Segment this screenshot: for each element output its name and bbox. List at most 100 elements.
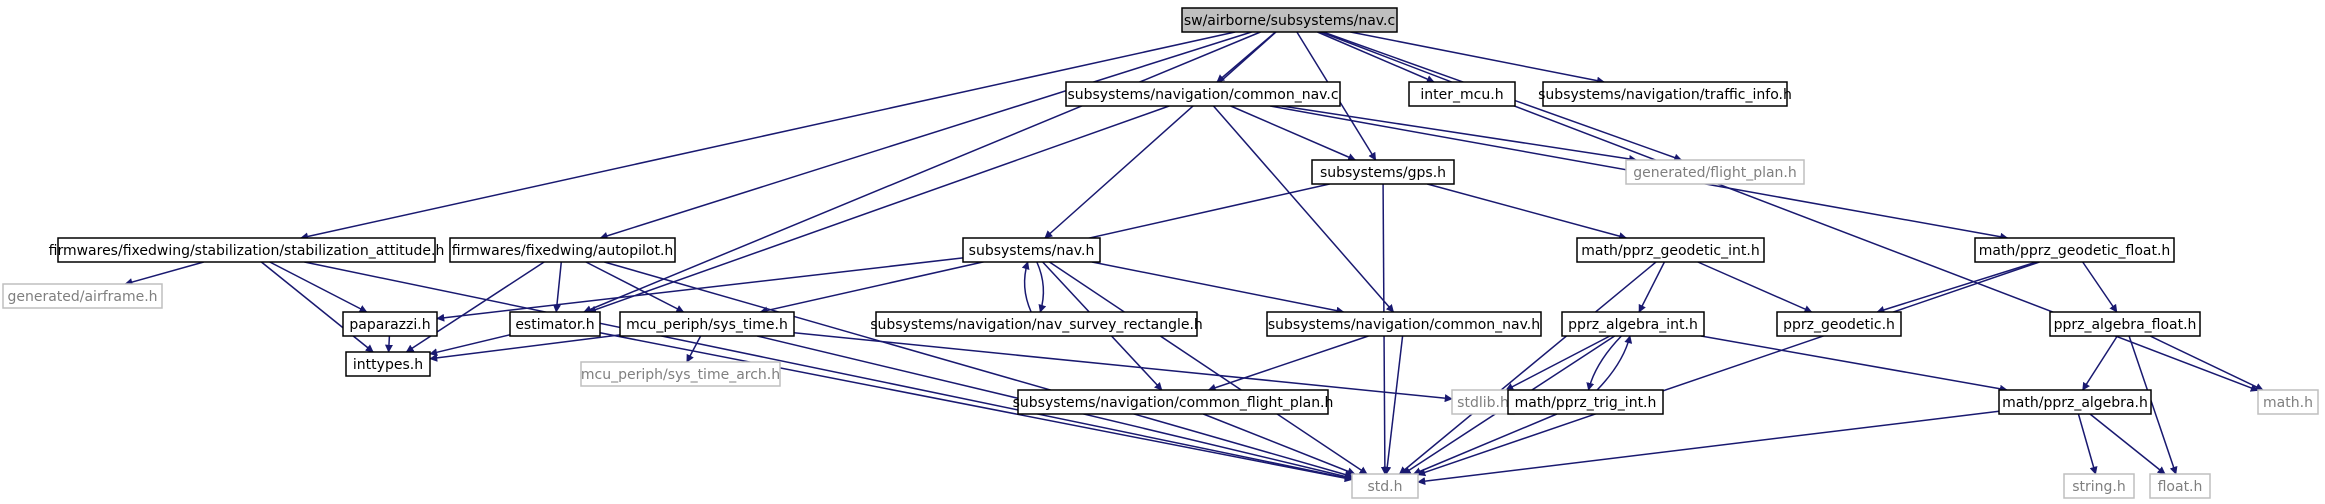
graph-node-common-fp[interactable]: subsystems/navigation/common_flight_plan… [1013,389,1334,415]
graph-node-stdlib: stdlib.h [1451,389,1515,415]
graph-node-paparazzi[interactable]: paparazzi.h [342,311,438,337]
graph-node-float: float.h [2149,473,2211,499]
node-label: math/pprz_geodetic_float.h [1979,243,2171,259]
graph-node-gps[interactable]: subsystems/gps.h [1311,159,1455,185]
edge-sys_time-to-sys_time_arch [686,335,702,363]
node-label: math/pprz_trig_int.h [1515,395,1657,411]
edge-estimator-to-inttypes [429,334,511,357]
node-label: sw/airborne/subsystems/nav.c [1184,13,1395,29]
node-label: subsystems/gps.h [1320,165,1446,181]
graph-node-sys-time[interactable]: mcu_periph/sys_time.h [619,311,795,337]
node-label: math/pprz_algebra.h [2002,395,2148,411]
graph-node-sys-time-arch: mcu_periph/sys_time_arch.h [580,361,781,387]
edge-stab_att-to-airframe [124,261,204,286]
node-label: stdlib.h [1457,395,1509,411]
node-box [1507,389,1664,415]
graph-node-autopilot[interactable]: firmwares/fixedwing/autopilot.h [449,237,676,263]
node-box [1351,473,1419,499]
node-label: estimator.h [515,317,594,333]
edge-nav_h-to-common_nav_h [1091,261,1345,315]
graph-node-common-nav-c[interactable]: subsystems/navigation/common_nav.c [1065,81,1341,107]
graph-node-common-nav-h[interactable]: subsystems/navigation/common_nav.h [1266,311,1542,337]
node-box [2063,473,2135,499]
node-label: generated/flight_plan.h [1633,165,1797,181]
edge-common_nav_c-to-flight_plan [1281,105,1638,163]
edge-common_nav_c-to-gps [1230,105,1357,161]
node-box [1974,237,2175,263]
node-box [1017,389,1329,415]
edge-geo_float-to-geodetic [1876,261,2037,314]
edge-paparazzi-to-inttypes [384,335,393,353]
node-label: mcu_periph/sys_time.h [626,317,788,333]
edge-common_fp-to-std [1203,413,1356,476]
graph-node-alg-float[interactable]: pprz_algebra_float.h [2049,311,2201,337]
graph-node-navc[interactable]: sw/airborne/subsystems/nav.c [1181,7,1398,33]
edge-stab_att-to-std [304,261,1353,482]
node-box [57,237,436,263]
graph-node-inter-mcu[interactable]: inter_mcu.h [1408,81,1516,107]
graph-node-alg-int[interactable]: pprz_algebra_int.h [1561,311,1705,337]
edge-algebra-to-std [1417,410,2000,486]
node-box [1998,389,2152,415]
node-label: firmwares/fixedwing/stabilization/stabil… [49,243,445,259]
graph-node-inttypes[interactable]: inttypes.h [345,351,431,377]
edge-alg_float-to-algebra [2082,335,2118,391]
node-label: inttypes.h [353,357,423,373]
edge-alg_int-to-stdlib [1505,335,1611,391]
node-label: mcu_periph/sys_time_arch.h [581,367,780,383]
node-label: subsystems/navigation/nav_survey_rectang… [870,317,1203,333]
node-box [1266,311,1542,337]
edge-autopilot-to-inttypes [405,261,545,353]
node-box [1576,237,1765,263]
edge-alg_int-to-trig_int [1586,335,1622,391]
edge-sys_time-to-stdlib [793,331,1453,403]
node-label: pprz_algebra_int.h [1568,317,1698,333]
node-label: paparazzi.h [349,317,430,333]
node-label: subsystems/navigation/common_flight_plan… [1013,395,1334,411]
edge-trig_int-to-alg_int [1596,335,1633,391]
node-box [2257,389,2319,415]
node-box [1181,7,1398,33]
graph-node-trig-int[interactable]: math/pprz_trig_int.h [1507,389,1664,415]
node-label: firmwares/fixedwing/autopilot.h [452,243,674,259]
edge-geo_int-to-alg_int [1638,261,1666,313]
node-box [2149,473,2211,499]
edge-autopilot-to-sys_time [585,261,685,313]
graph-node-nav-h[interactable]: subsystems/nav.h [962,237,1101,263]
graph-node-traffic-info[interactable]: subsystems/navigation/traffic_info.h [1538,81,1792,107]
edge-sys_time-to-inttypes [429,334,621,362]
node-box [342,311,438,337]
edge-common_nav_c-to-estimator [588,105,1170,314]
edge-navc-to-traffic_info [1350,31,1605,85]
graph-node-survey-rect[interactable]: subsystems/navigation/nav_survey_rectang… [870,311,1203,337]
graph-node-geo-float[interactable]: math/pprz_geodetic_float.h [1974,237,2175,263]
graph-node-estimator[interactable]: estimator.h [509,311,601,337]
node-box [2,283,163,309]
graph-node-geo-int[interactable]: math/pprz_geodetic_int.h [1576,237,1765,263]
edge-nav_h-to-survey_rect [1036,261,1047,313]
graph-node-geodetic[interactable]: pprz_geodetic.h [1776,311,1902,337]
edge-geo_int-to-geodetic [1697,261,1813,313]
edge-navc-to-nav_h [1044,31,1277,239]
graph-node-algebra[interactable]: math/pprz_algebra.h [1998,389,2152,415]
edge-alg_float-to-math [2149,335,2264,391]
node-label: subsystems/navigation/common_nav.c [1067,87,1338,103]
edge-survey_rect-to-nav_h [1021,261,1032,313]
node-label: generated/airframe.h [7,289,157,305]
edge-estimator-to-std [599,332,1353,483]
node-box [1408,81,1516,107]
node-box [1542,81,1788,107]
node-label: pprz_geodetic.h [1783,317,1895,333]
node-box [1311,159,1455,185]
edge-nav_h-to-paparazzi [436,257,964,322]
graph-node-stab-att[interactable]: firmwares/fixedwing/stabilization/stabil… [49,237,445,263]
node-label: math.h [2263,395,2313,411]
graph-node-std: std.h [1351,473,1419,499]
graph-node-math: math.h [2257,389,2319,415]
node-layer: sw/airborne/subsystems/nav.c subsystems/n… [2,7,2319,499]
edge-gps-to-geo_int [1427,183,1628,240]
edge-algebra-to-float [2089,413,2166,475]
graph-node-flight-plan: generated/flight_plan.h [1625,159,1805,185]
node-label: float.h [2158,479,2203,495]
